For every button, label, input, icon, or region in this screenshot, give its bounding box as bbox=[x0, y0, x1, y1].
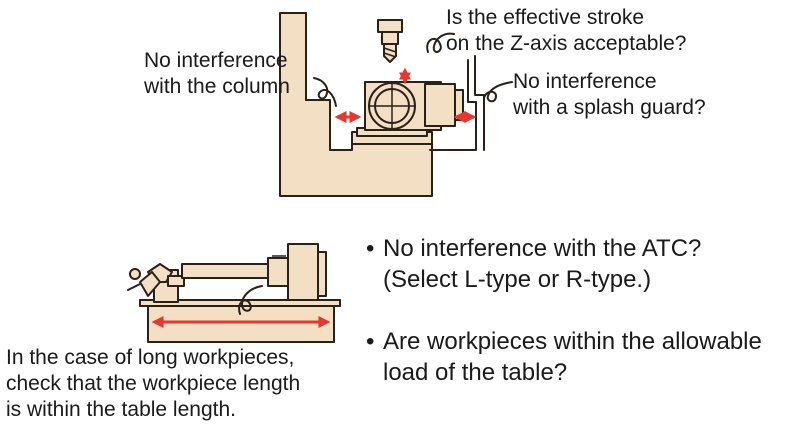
leader-column bbox=[313, 77, 337, 107]
callout-z-stroke: Is the effective stroke on the Z-axis ac… bbox=[446, 6, 686, 55]
bullet-table-load: • Are workpieces within the allowable lo… bbox=[366, 328, 769, 386]
spindle-tool bbox=[377, 19, 403, 63]
long-workpiece-side-view bbox=[127, 243, 341, 343]
leader-z-stroke bbox=[426, 32, 455, 53]
rotary-table-motor bbox=[424, 83, 456, 127]
leader-long-workpiece bbox=[238, 285, 263, 315]
splash-guard bbox=[429, 59, 477, 151]
rotary-head bbox=[267, 243, 327, 301]
tailstock bbox=[127, 263, 185, 303]
callout-column: No interference with the column bbox=[143, 49, 293, 98]
callout-long-workpiece: In the case of long workpieces, check th… bbox=[6, 346, 306, 421]
machining-center-front-view bbox=[279, 12, 513, 197]
leader-splash-guard bbox=[483, 81, 513, 103]
callout-splash-guard: No interference with a splash guard? bbox=[512, 70, 706, 119]
bullet-atc: • No interference with the ATC? (Select … bbox=[366, 235, 708, 293]
